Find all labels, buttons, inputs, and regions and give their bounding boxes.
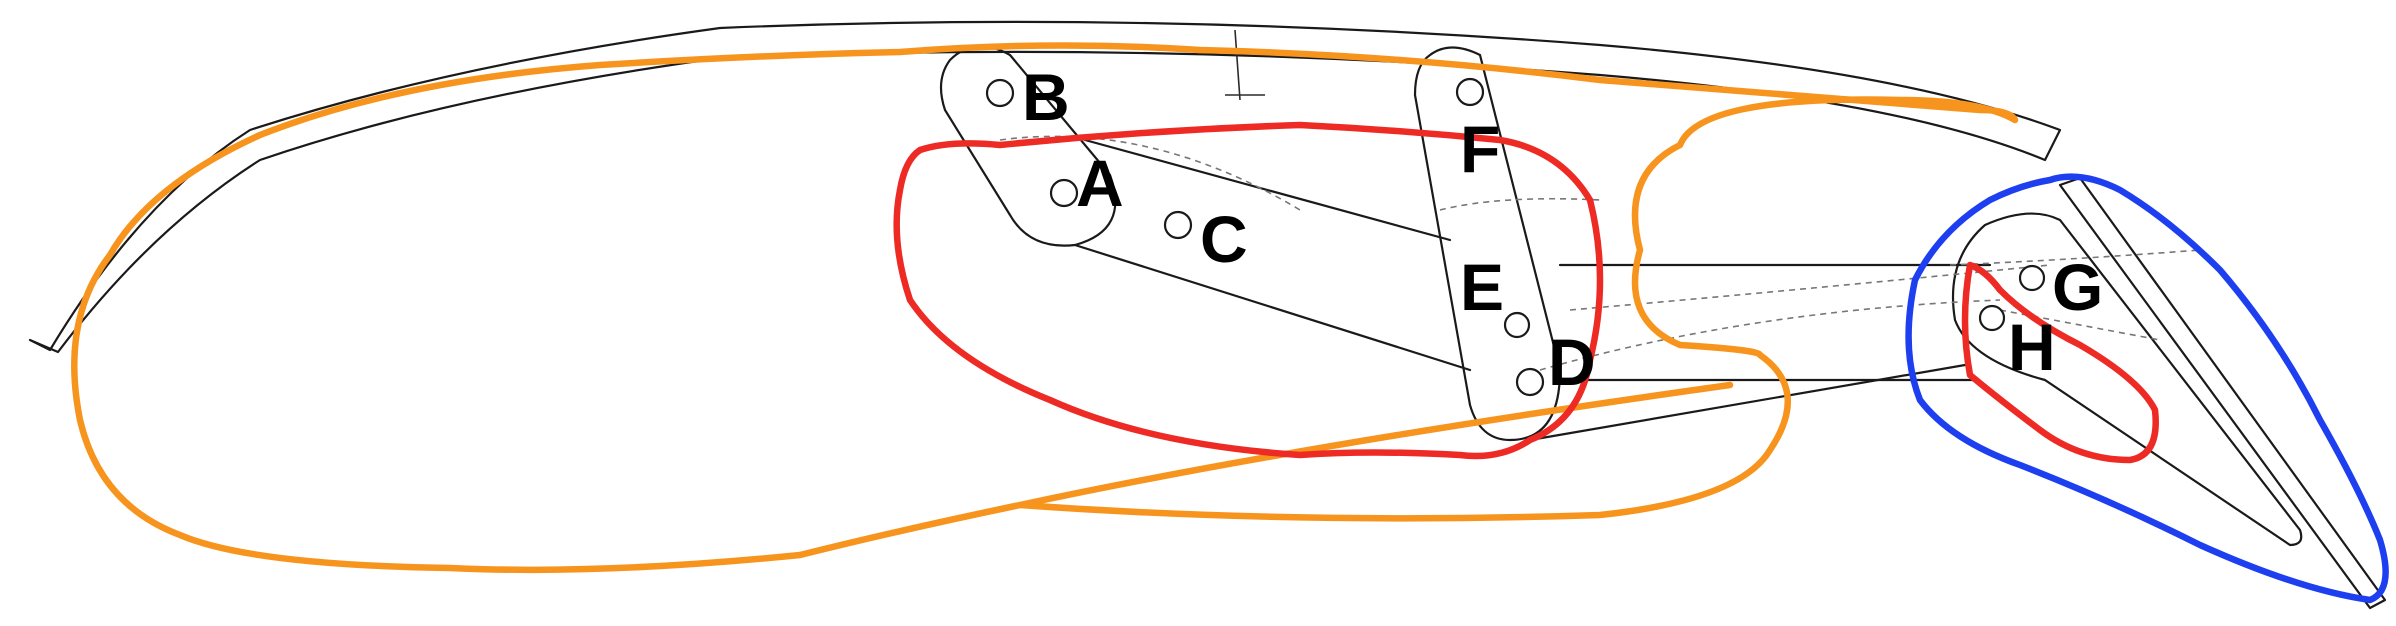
label-d: D: [1548, 325, 1596, 399]
pin-h: [1978, 304, 2006, 332]
label-g: G: [2052, 250, 2103, 324]
label-c: C: [1200, 202, 1248, 276]
pin-b: [985, 78, 1015, 108]
label-f: F: [1460, 112, 1500, 186]
label-b: B: [1022, 60, 1070, 134]
orange-tail: [1016, 381, 1734, 509]
red-small-loop: [1961, 261, 2159, 464]
pin-d: [1515, 367, 1545, 397]
coupler-bar: [1528, 263, 1992, 442]
label-h: H: [2008, 310, 2056, 384]
orange-loop: [71, 42, 2019, 574]
red-loop: [893, 121, 1604, 460]
pin-g: [2018, 264, 2046, 292]
point-labels: B A C F E D G H: [1022, 60, 2103, 399]
link-ad: [1073, 138, 1472, 372]
link-fed: [1413, 46, 1562, 442]
outer-shell: [28, 20, 2062, 354]
label-a: A: [1076, 146, 1124, 220]
pin-a: [1049, 178, 1079, 208]
pin-e: [1503, 311, 1531, 339]
pivot-pins: [985, 77, 2046, 397]
blue-loop: [1905, 173, 2389, 604]
pin-c: [1163, 210, 1193, 240]
link-gh: [1951, 212, 2303, 547]
highlight-loops: [71, 42, 2389, 604]
right-arm: [2058, 176, 2387, 610]
label-e: E: [1460, 250, 1504, 324]
construction-lines: [999, 29, 2201, 371]
pin-f: [1455, 77, 1485, 107]
